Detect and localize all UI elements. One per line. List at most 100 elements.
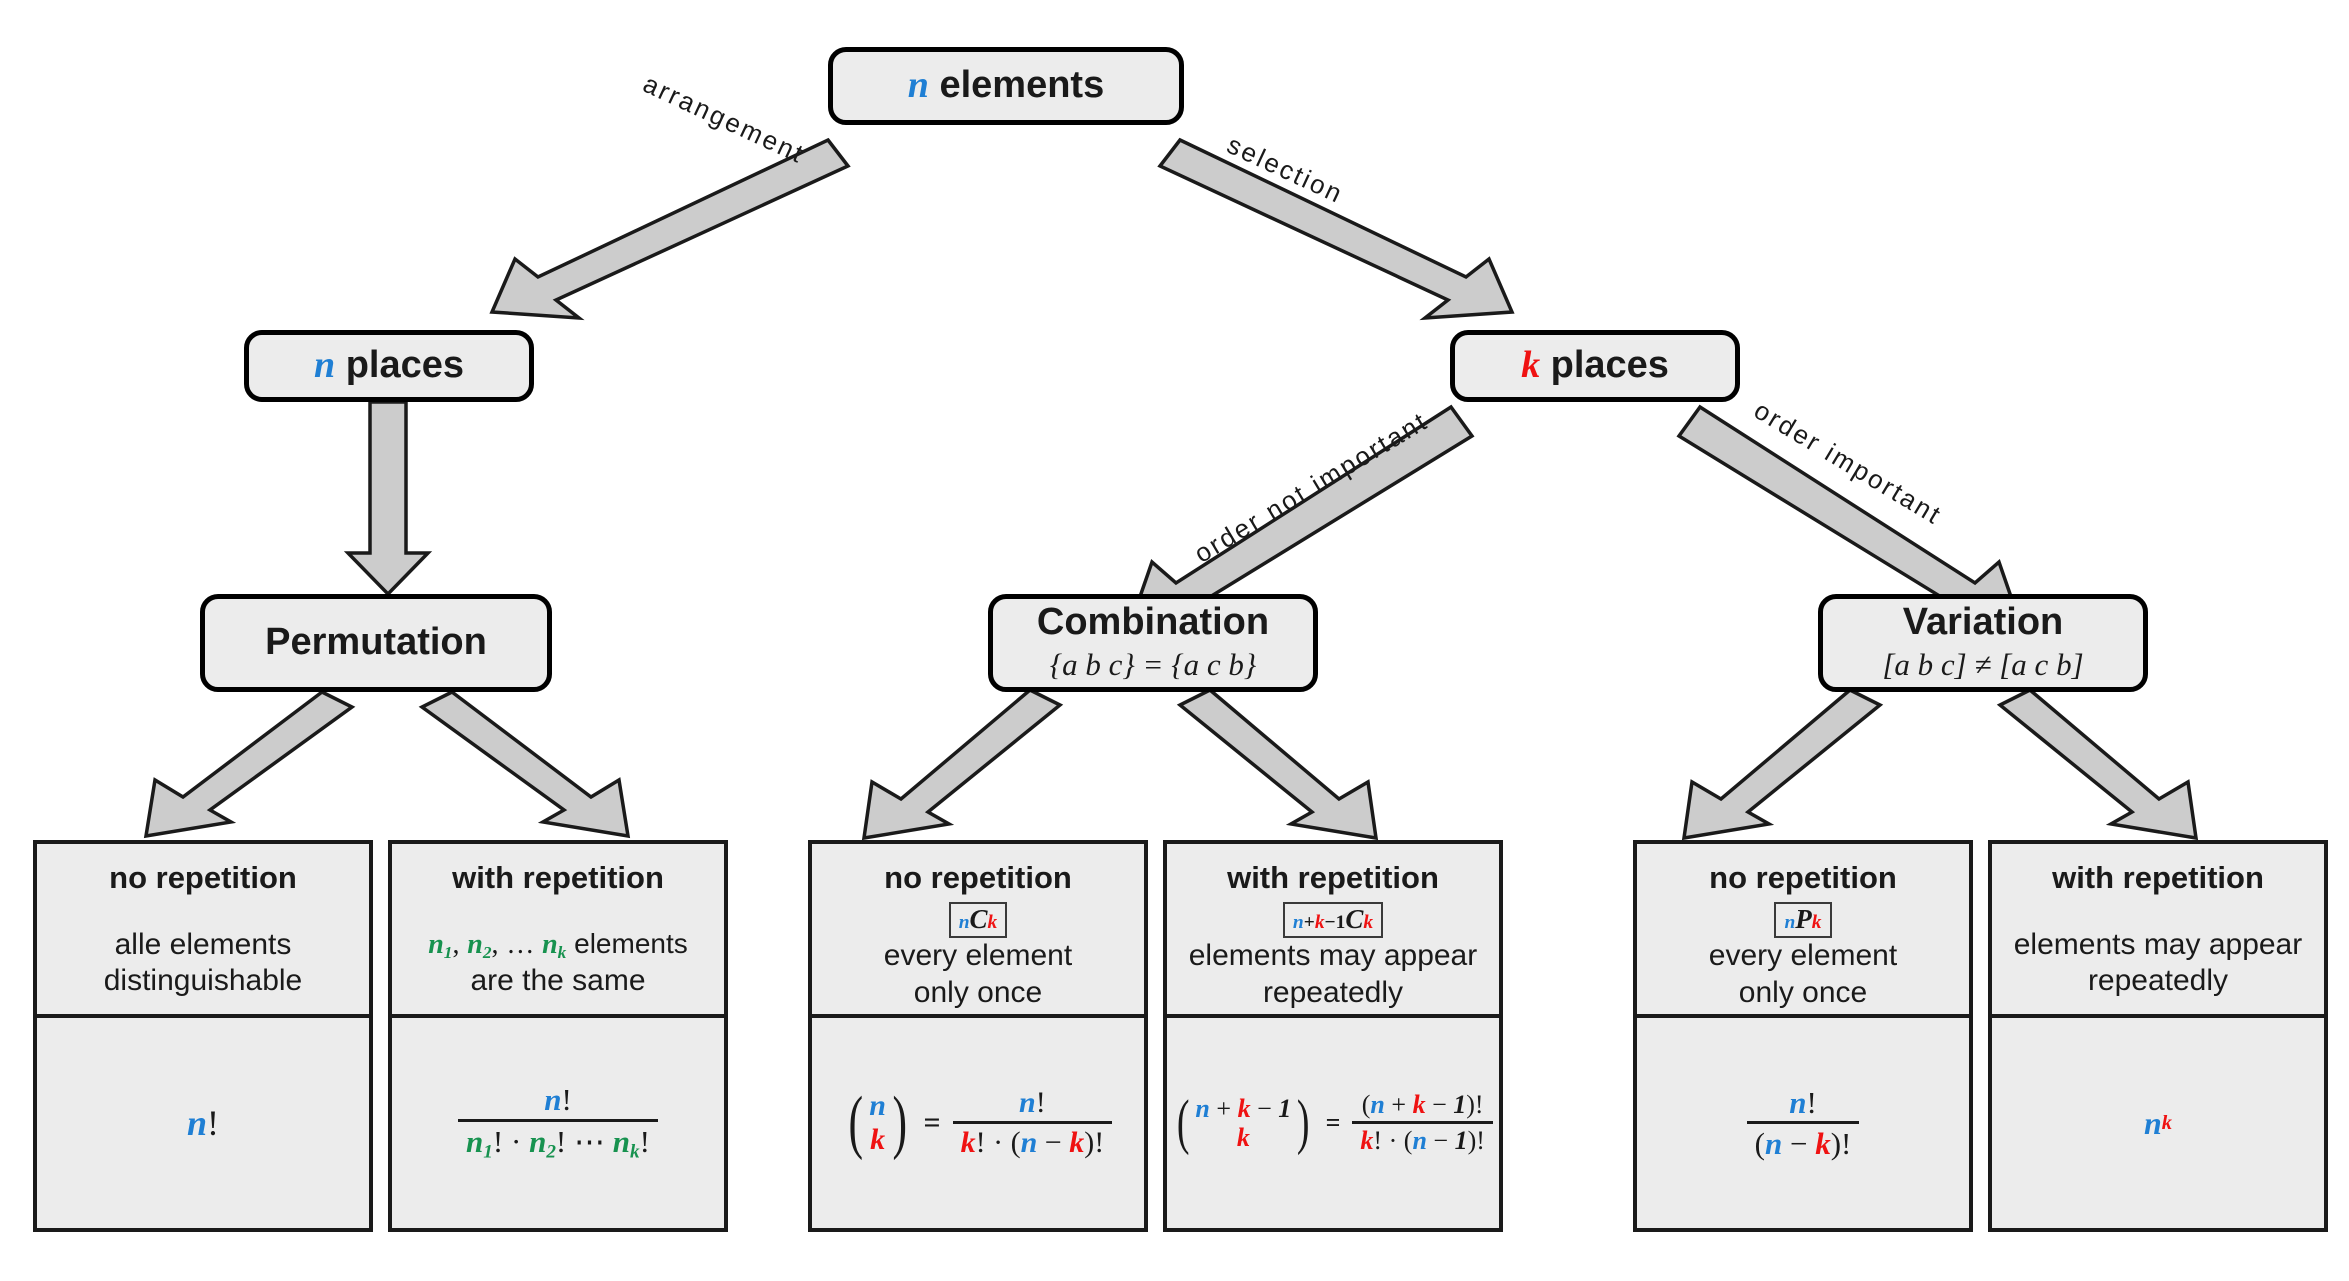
paren-right: ) [892, 1083, 908, 1162]
leaf-comb-no-rep-top: no repetition nCk every element only onc… [812, 844, 1144, 1018]
node-k-places[interactable]: k places [1450, 330, 1740, 402]
leaf-head: with repetition [2052, 860, 2264, 895]
leaf-head: with repetition [452, 860, 664, 895]
node-k-places-label: places [1550, 344, 1669, 387]
symbol-n1: n1 [428, 929, 453, 963]
fraction-numerator: n! [1789, 1084, 1817, 1120]
node-permutation[interactable]: Permutation [200, 594, 552, 692]
arrow-permutation-to-perm-no-rep [143, 689, 356, 839]
leaf-var-no-rep[interactable]: no repetition nPk every element only onc… [1633, 840, 1973, 1232]
symbol-n: n [2143, 1104, 2162, 1141]
arrow-root-to-k-places [1157, 137, 1515, 321]
node-n-places-label: places [345, 344, 464, 387]
leaf-desc-line2: are the same [470, 964, 646, 998]
fraction-numerator: n! [544, 1082, 572, 1118]
fraction: n! n1! · n2! ⋯ nk! [458, 1083, 658, 1163]
fraction-denominator: n1! · n2! ⋯ nk! [458, 1118, 658, 1163]
leaf-perm-with-rep-top: with repetition n1, n2, … nk elements ar… [392, 844, 724, 1018]
node-variation-subtitle: [a b c] ≠ [a c b] [1882, 646, 2084, 682]
node-variation-title: Variation [1902, 601, 2064, 644]
node-n-elements-title: n elements [907, 64, 1105, 107]
fraction: n! (n − k)! [1746, 1084, 1860, 1161]
binomial-coefficient: ( n k ) [844, 1083, 912, 1162]
edge-label-order-important: order important [1749, 394, 1948, 531]
equals-sign: = [923, 1106, 941, 1139]
symbol-factorial: ! [207, 1103, 220, 1143]
edge-label-order-not-important: order not important [1188, 405, 1434, 569]
paren-right: ) [1297, 1088, 1310, 1156]
leaf-comb-with-rep[interactable]: with repetition n+k−1Ck elements may app… [1163, 840, 1503, 1232]
notation-nPk: nPk [1774, 902, 1832, 939]
node-variation[interactable]: Variation [a b c] ≠ [a c b] [1818, 594, 2148, 692]
leaf-perm-no-rep-top: no repetition alle elements distinguisha… [37, 844, 369, 1018]
node-n-places-title: n places [313, 344, 464, 387]
leaf-desc-line1: elements may appear [2013, 927, 2303, 961]
fraction-numerator: (n + k − 1)! [1361, 1089, 1484, 1119]
leaf-comb-with-rep-top: with repetition n+k−1Ck elements may app… [1167, 844, 1499, 1018]
fraction-denominator: (n − k)! [1746, 1121, 1860, 1160]
fraction: n! k! · (n − k)! [952, 1085, 1113, 1160]
leaf-var-no-rep-top: no repetition nPk every element only onc… [1637, 844, 1969, 1018]
node-combination-title: Combination [1036, 601, 1270, 644]
leaf-head: no repetition [109, 860, 297, 895]
node-combination[interactable]: Combination {a b c} = {a c b} [988, 594, 1318, 692]
equals-sign: = [1325, 1108, 1341, 1137]
arrow-combination-to-comb-no-rep [861, 687, 1064, 841]
leaf-desc: elements may appear repeatedly [1167, 938, 1499, 1011]
binomial-stack: n k [869, 1089, 886, 1156]
leaf-desc: every element only once [1637, 938, 1969, 1011]
fraction-denominator: k! · (n − 1)! [1352, 1121, 1493, 1155]
leaf-desc-line1: n1, n2, … nk elements [428, 928, 688, 963]
leaf-perm-no-rep[interactable]: no repetition alle elements distinguisha… [33, 840, 373, 1232]
leaf-desc-line2: distinguishable [103, 964, 303, 998]
fraction: (n + k − 1)! k! · (n − 1)! [1352, 1089, 1493, 1155]
leaf-desc-line1: elements may appear [1188, 939, 1478, 973]
leaf-desc: every element only once [812, 938, 1144, 1011]
leaf-head: with repetition [1227, 860, 1439, 895]
node-k-places-title: k places [1521, 344, 1669, 387]
symbol-dots: … [506, 929, 535, 961]
leaf-desc-line1: alle elements [114, 927, 292, 961]
leaf-head: no repetition [1709, 860, 1897, 895]
symbol-n: n [313, 344, 336, 387]
arrow-n-places-to-permutation [343, 400, 433, 597]
binomial-stack: n + k − 1 k [1195, 1093, 1292, 1152]
symbol-k: k [1521, 344, 1541, 387]
leaf-desc-line2: repeatedly [1262, 976, 1404, 1009]
arrow-permutation-to-perm-with-rep [418, 689, 631, 839]
symbol-n: n [186, 1103, 208, 1143]
leaf-desc: alle elements distinguishable [37, 927, 369, 1000]
leaf-desc: n1, n2, … nk elements are the same [392, 927, 724, 1000]
fraction-denominator: k! · (n − k)! [952, 1121, 1113, 1159]
edge-label-arrangement: arrangement [638, 68, 810, 170]
node-n-places[interactable]: n places [244, 330, 534, 402]
leaf-comb-no-rep[interactable]: no repetition nCk every element only onc… [808, 840, 1148, 1232]
paren-left: ( [848, 1083, 863, 1162]
leaf-desc-line2: only once [913, 976, 1043, 1009]
paren-left: ( [1176, 1088, 1190, 1156]
node-n-elements[interactable]: n elements [828, 47, 1184, 125]
symbol-n: n [907, 64, 929, 107]
leaf-desc-line1: every element [883, 939, 1073, 973]
fraction-numerator: n! [1019, 1085, 1046, 1119]
leaf-formula-perm-no-rep: n! [37, 1018, 369, 1228]
leaf-desc-line2: repeatedly [2087, 964, 2229, 998]
arrow-combination-to-comb-with-rep [1176, 687, 1379, 841]
symbol-k-exponent: k [2161, 1111, 2173, 1134]
leaf-formula-var-no-rep: n! (n − k)! [1637, 1018, 1969, 1228]
arrow-variation-to-var-with-rep [1996, 687, 2199, 841]
notation-npkm1Ck: n+k−1Ck [1282, 902, 1384, 939]
leaf-desc-word: elements [574, 928, 688, 960]
node-combination-subtitle: {a b c} = {a c b} [1049, 646, 1257, 682]
node-n-elements-label: elements [939, 64, 1105, 107]
arrow-k-places-to-variation [1676, 404, 2021, 622]
leaf-var-with-rep[interactable]: with repetition elements may appear repe… [1988, 840, 2328, 1232]
edge-label-selection: selection [1222, 129, 1349, 210]
leaf-perm-with-rep[interactable]: with repetition n1, n2, … nk elements ar… [388, 840, 728, 1232]
leaf-head: no repetition [884, 860, 1072, 895]
notation-nCk: nCk [948, 902, 1008, 939]
symbol-n2: n2 [467, 929, 492, 963]
symbol-nk: nk [542, 929, 567, 963]
